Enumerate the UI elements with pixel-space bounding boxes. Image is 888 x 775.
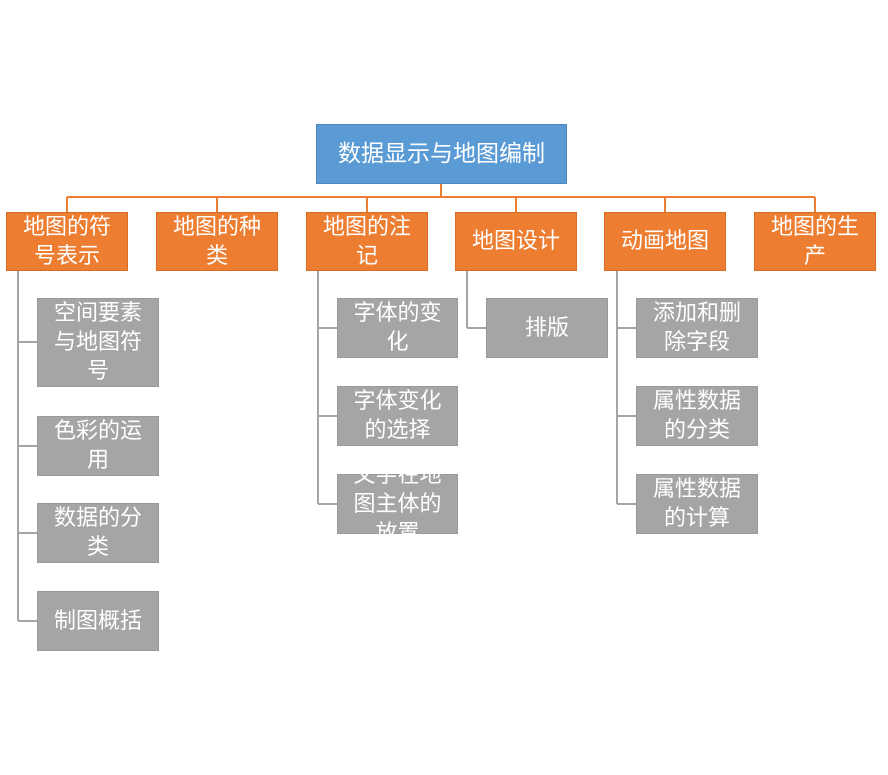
subitem-connectors — [17, 271, 636, 622]
subitem-color-use: 色彩的运用 — [37, 416, 159, 476]
subitem-attribute-calculation: 属性数据的计算 — [636, 474, 758, 534]
root-node: 数据显示与地图编制 — [316, 124, 567, 184]
subitem-spatial-features: 空间要素与地图符号 — [37, 298, 159, 387]
subitem-layout: 排版 — [486, 298, 608, 358]
subitem-data-classification: 数据的分类 — [37, 503, 159, 563]
subitem-font-variation: 字体的变化 — [337, 298, 458, 358]
subitem-generalization: 制图概括 — [37, 591, 159, 651]
subitem-add-delete-fields: 添加和删除字段 — [636, 298, 758, 358]
category-animated-map: 动画地图 — [604, 212, 726, 271]
subitem-text-placement: 文字在地图主体的放置 — [337, 463, 458, 546]
subitem-font-choice: 字体变化的选择 — [337, 386, 458, 446]
category-connectors — [66, 184, 816, 212]
category-map-types: 地图的种类 — [156, 212, 278, 271]
subitem-attribute-classification: 属性数据的分类 — [636, 386, 758, 446]
category-symbol-representation: 地图的符号表示 — [6, 212, 128, 271]
category-map-production: 地图的生产 — [754, 212, 876, 271]
category-map-design: 地图设计 — [455, 212, 577, 271]
category-annotation: 地图的注记 — [306, 212, 428, 271]
